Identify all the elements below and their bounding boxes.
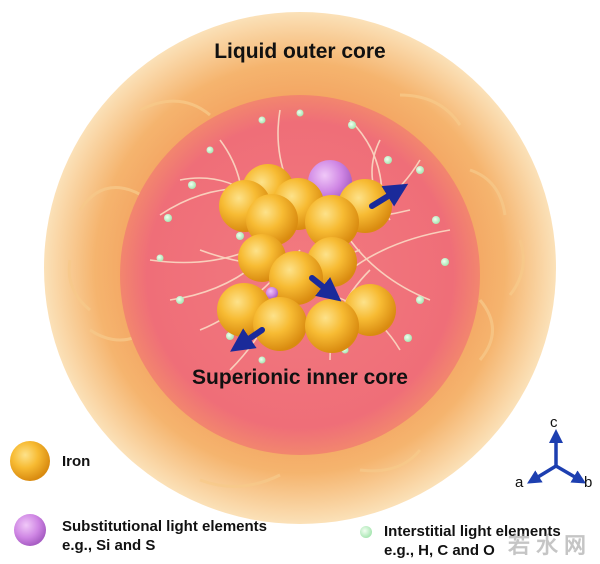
legend-interstitial-marker (360, 526, 372, 538)
legend-substitutional-label: Substitutional light elements e.g., Si a… (62, 517, 267, 555)
crystal-axes (527, 429, 587, 484)
outer-core-label: Liquid outer core (214, 40, 386, 63)
legend-substitutional-marker (14, 514, 46, 546)
legend-iron-label: Iron (62, 453, 91, 470)
inner-core-label: Superionic inner core (192, 366, 408, 389)
legend-interstitial-line1: Interstitial light elements (384, 523, 561, 540)
legend-substitutional-line1: Substitutional light elements (62, 518, 268, 535)
axis-a-label: a (515, 474, 524, 491)
watermark: 若水网 (507, 533, 592, 558)
arrow-center (309, 275, 342, 302)
axis-a-line (527, 464, 558, 484)
arrow-upper-right (369, 183, 409, 209)
legend-substitutional-line2: e.g., Si and S (62, 537, 156, 554)
axis-c-label: c (550, 414, 558, 431)
vibration-arrows (230, 183, 409, 352)
iron-lattice (217, 160, 396, 353)
legend-interstitial-line2: e.g., H, C and O (384, 542, 495, 559)
outer-core-swirls (67, 93, 525, 488)
arrow-lower-left (230, 327, 265, 352)
legend-interstitial-label: Interstitial light elements e.g., H, C a… (384, 522, 561, 560)
axis-b-label: b (584, 474, 593, 491)
substitutional-atom-small (266, 287, 278, 299)
axis-b-line (554, 464, 587, 484)
legend-iron-marker (10, 441, 50, 481)
legend-markers (10, 441, 372, 546)
